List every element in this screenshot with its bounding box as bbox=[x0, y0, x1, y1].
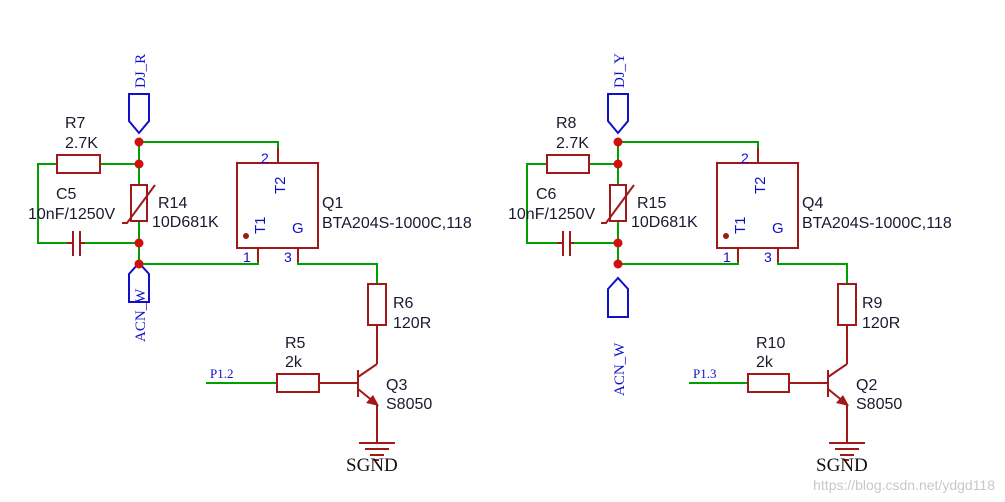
varistor-r14-symbol bbox=[122, 184, 156, 224]
resistor-r5-body bbox=[276, 373, 320, 393]
resistor-r7-value: 2.7K bbox=[65, 135, 98, 152]
capacitor-c5-value: 10nF/1250V bbox=[28, 206, 116, 223]
resistor-r9-value: 120R bbox=[862, 315, 900, 332]
resistor-r5-ref: R5 bbox=[285, 335, 306, 352]
transistor-q3-symbol bbox=[357, 363, 379, 443]
capacitor-c6-ref: C6 bbox=[536, 186, 557, 203]
capacitor-c5-ref: C5 bbox=[56, 186, 77, 203]
transistor-q2-value: S8050 bbox=[856, 396, 902, 413]
net-label-acn-w-right: ACN_W bbox=[612, 342, 628, 396]
port-top-right bbox=[607, 93, 629, 135]
wire-node-b-to-t1-right bbox=[617, 247, 739, 265]
ground-label-left: SGND bbox=[346, 455, 398, 476]
wire-node-a-to-t2 bbox=[138, 141, 279, 164]
resistor-r5-value: 2k bbox=[285, 354, 303, 371]
wires-left bbox=[37, 141, 378, 384]
triac-q4-pin-g: G bbox=[772, 220, 784, 237]
wire-r8-c6-left bbox=[526, 163, 558, 244]
junction-left-3 bbox=[134, 238, 144, 248]
wire-gate-to-r6 bbox=[297, 247, 378, 285]
wire-node-a-to-t2-right bbox=[617, 141, 759, 164]
resistor-r7-body bbox=[56, 154, 101, 174]
triac-q1-pin3-num: 3 bbox=[284, 249, 292, 265]
transistor-q2-ref: Q2 bbox=[856, 377, 877, 394]
resistor-r9-ref: R9 bbox=[862, 295, 883, 312]
triac-q4-ref: Q4 bbox=[802, 195, 823, 212]
triac-q1-value: BTA204S-1000C,118 bbox=[322, 215, 472, 232]
port-top-left bbox=[128, 93, 150, 135]
varistor-r15-symbol bbox=[601, 184, 635, 224]
ground-right-symbol bbox=[829, 442, 865, 461]
triac-q1-pin-g: G bbox=[292, 220, 304, 237]
capacitor-c6-value: 10nF/1250V bbox=[508, 206, 596, 223]
net-label-dj-r: DJ_R bbox=[133, 54, 149, 88]
triac-q1-pin-t1: T1 bbox=[252, 216, 269, 234]
transistor-q3-value: S8050 bbox=[386, 396, 432, 413]
triac-q4-pin3-num: 3 bbox=[764, 249, 772, 265]
wire-gate-to-r9 bbox=[777, 247, 848, 285]
triac-q4-symbol bbox=[716, 148, 799, 262]
varistor-r14-value: 10D681K bbox=[152, 214, 219, 231]
resistor-r6-body bbox=[367, 283, 387, 326]
junction-right-1 bbox=[613, 137, 623, 147]
transistor-q3-ref: Q3 bbox=[386, 377, 407, 394]
capacitor-c6-symbol bbox=[557, 231, 574, 256]
wire-node-b-to-t1 bbox=[138, 247, 259, 265]
wire-r7-c5-left bbox=[37, 163, 68, 244]
circuit-right: DJ_Y ACN_W R8 2.7K C6 10nF/1250V R15 10D… bbox=[508, 53, 952, 476]
triac-q4-pin2-num: 2 bbox=[741, 150, 749, 166]
resistor-r8-ref: R8 bbox=[556, 115, 577, 132]
net-label-p1-2: P1.2 bbox=[210, 366, 233, 381]
triac-q1-pin-t2: T2 bbox=[272, 176, 289, 194]
varistor-r15-ref: R15 bbox=[637, 195, 666, 212]
resistor-r9-body bbox=[837, 283, 857, 326]
triac-q1-ref: Q1 bbox=[322, 195, 343, 212]
net-label-dj-y: DJ_Y bbox=[612, 53, 628, 88]
watermark: https://blog.csdn.net/ydgd118 bbox=[813, 477, 995, 493]
resistor-r10-value: 2k bbox=[756, 354, 774, 371]
triac-q4-pin-t2: T2 bbox=[752, 176, 769, 194]
junction-right-3 bbox=[613, 238, 623, 248]
varistor-r14-ref: R14 bbox=[158, 195, 187, 212]
resistor-r7-ref: R7 bbox=[65, 115, 86, 132]
capacitor-c5-symbol bbox=[67, 231, 85, 256]
port-bottom-right bbox=[607, 276, 629, 318]
junction-right-4 bbox=[613, 259, 623, 269]
triac-q1-symbol bbox=[236, 148, 319, 262]
junction-left-4 bbox=[134, 259, 144, 269]
ground-label-right: SGND bbox=[816, 455, 868, 476]
triac-q4-value: BTA204S-1000C,118 bbox=[802, 215, 952, 232]
resistor-r6-value: 120R bbox=[393, 315, 431, 332]
net-label-p1-3: P1.3 bbox=[693, 366, 716, 381]
triac-q1-pin1-num: 1 bbox=[243, 249, 251, 265]
triac-q1-pin2-num: 2 bbox=[261, 150, 269, 166]
ground-left-symbol bbox=[359, 442, 395, 461]
transistor-q2-symbol bbox=[827, 363, 849, 443]
resistor-r10-body bbox=[747, 373, 790, 393]
varistor-r15-value: 10D681K bbox=[631, 214, 698, 231]
resistor-r8-value: 2.7K bbox=[556, 135, 589, 152]
junction-right-2 bbox=[613, 159, 623, 169]
resistor-r6-ref: R6 bbox=[393, 295, 414, 312]
circuit-left: DJ_R ACN_W R7 2.7K C5 10nF/1250V R14 10D… bbox=[28, 54, 472, 476]
resistor-r8-body bbox=[546, 154, 590, 174]
triac-q4-pin-t1: T1 bbox=[732, 216, 749, 234]
resistor-r10-ref: R10 bbox=[756, 335, 785, 352]
triac-q4-pin1-num: 1 bbox=[723, 249, 731, 265]
junction-left-2 bbox=[134, 159, 144, 169]
junction-left-1 bbox=[134, 137, 144, 147]
net-label-acn-w-left: ACN_W bbox=[133, 288, 149, 342]
